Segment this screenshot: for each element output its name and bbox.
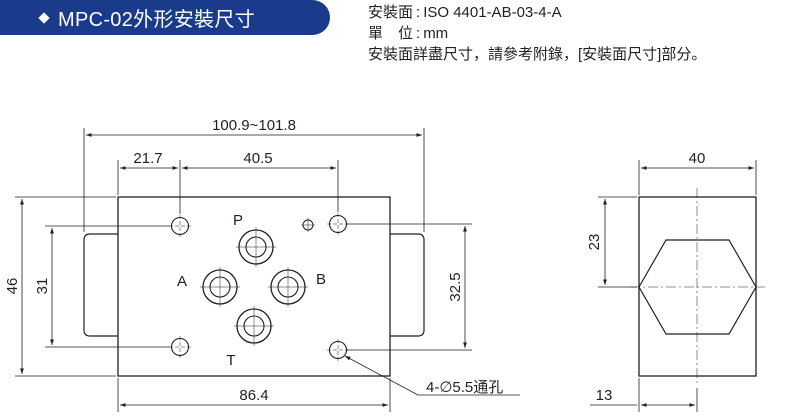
label-overall-length: 100.9~101.8	[212, 117, 296, 134]
port-b	[268, 267, 308, 307]
right-boss	[390, 233, 425, 337]
label-port-offset: 32.5	[447, 272, 464, 301]
label-mount-spacing: 31	[34, 278, 51, 295]
mount-hole-bottom-left	[169, 336, 191, 358]
side-view	[630, 188, 765, 386]
unit-label: 單 位	[368, 25, 414, 42]
label-port-b: B	[316, 271, 326, 288]
hole-note-leader	[344, 355, 419, 396]
mount-value: ISO 4401-AB-03-4-A	[423, 4, 562, 21]
mount-hole-top-left	[169, 215, 191, 237]
label-left-offset: 21.7	[133, 150, 162, 167]
unit-value: mm	[423, 25, 449, 42]
port-p	[236, 227, 276, 267]
mount-hole-bottom-right	[327, 339, 349, 361]
spec-note: 安裝面詳盡尺寸，請參考附錄，[安裝面尺寸]部分。	[368, 46, 707, 63]
spec-row-mount: 安裝面 : ISO 4401-AB-03-4-A	[368, 2, 706, 23]
mount-label: 安裝面	[368, 4, 414, 21]
label-port-t: T	[226, 352, 235, 369]
front-view	[83, 196, 425, 377]
spec-block: 安裝面 : ISO 4401-AB-03-4-A 單 位 : mm 安裝面詳盡尺…	[368, 2, 706, 65]
unit-separator: :	[416, 25, 421, 42]
port-t	[234, 306, 274, 346]
label-body-length: 86.4	[239, 387, 268, 404]
locating-pin-hole	[301, 218, 315, 232]
label-side-offset: 23	[586, 234, 603, 251]
label-side-bottom: 13	[596, 387, 613, 404]
title-banner: MPC-02外形安裝尺寸	[0, 0, 330, 35]
label-port-a: A	[177, 273, 187, 290]
label-port-p: P	[233, 212, 243, 229]
mount-hole-top-right	[327, 213, 349, 235]
label-body-height: 46	[4, 278, 21, 295]
label-side-width: 40	[689, 150, 706, 167]
mount-separator: :	[416, 4, 421, 21]
valve-body	[117, 196, 391, 377]
label-port-spacing: 40.5	[243, 150, 272, 167]
front-dimensions	[15, 128, 520, 412]
front-labels: 100.9~101.8 21.7 40.5 46 31 32.5 86.4 P …	[4, 117, 503, 404]
spec-row-unit: 單 位 : mm	[368, 23, 706, 44]
left-boss	[83, 233, 118, 337]
side-dimensions	[590, 160, 757, 412]
page-title: MPC-02外形安裝尺寸	[58, 9, 255, 31]
port-a	[200, 267, 240, 307]
label-hole-note: 4-∅5.5通孔	[426, 379, 503, 396]
side-labels: 40 23 13	[586, 150, 705, 404]
side-body	[638, 196, 757, 377]
